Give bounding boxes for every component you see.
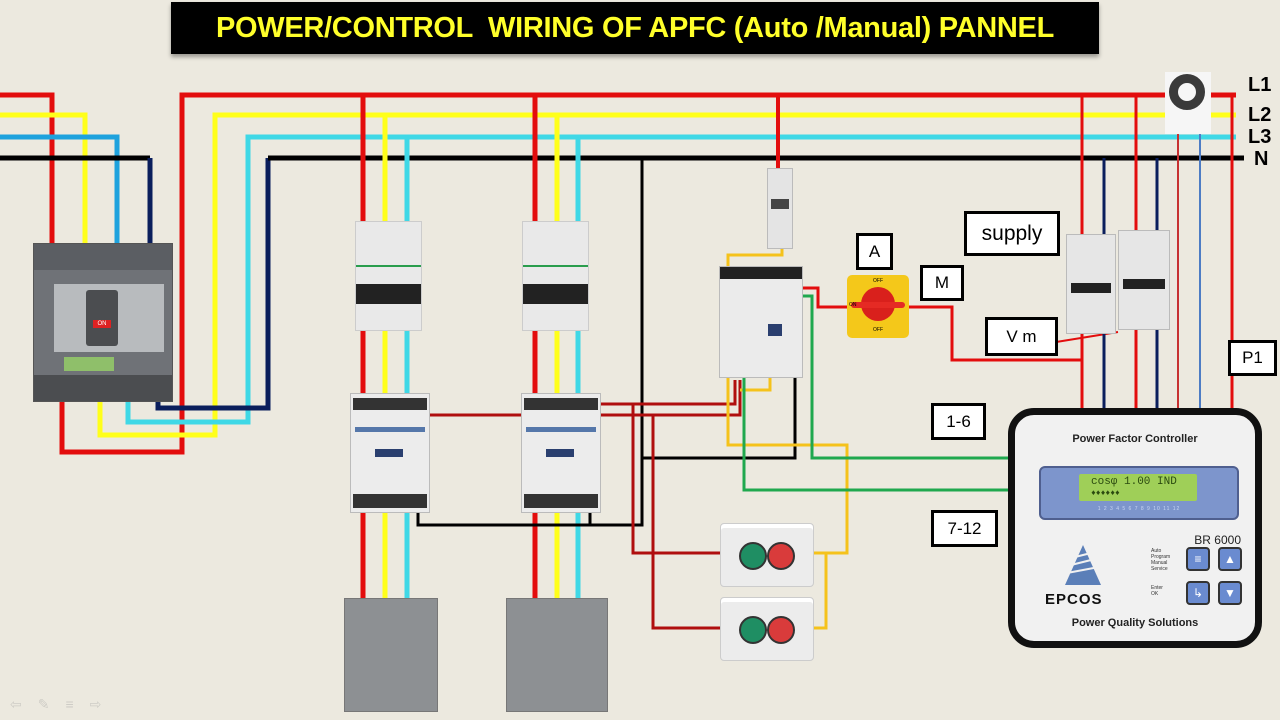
controller-title: Power Factor Controller bbox=[1072, 433, 1198, 445]
start-button-1[interactable] bbox=[739, 542, 767, 570]
controller-lcd: cosφ 1.00 IND ♦♦♦♦♦♦ bbox=[1079, 474, 1197, 501]
mode-button[interactable]: ≡ bbox=[1186, 547, 1210, 571]
incoming-l1-wire bbox=[0, 92, 55, 245]
busbar-label-l1: L1 bbox=[1248, 74, 1272, 96]
enter-button-label: Enter OK bbox=[1151, 585, 1163, 597]
tag-auto: A bbox=[856, 233, 893, 270]
main-mccb: ON bbox=[33, 243, 173, 402]
down-button[interactable]: ▼ bbox=[1218, 581, 1242, 605]
tag-voltage-measure: V m bbox=[985, 317, 1058, 356]
epcos-logo-icon bbox=[1065, 545, 1101, 585]
up-button[interactable]: ▲ bbox=[1218, 547, 1242, 571]
tag-supply: supply bbox=[964, 211, 1060, 256]
auto-manual-selector-switch[interactable]: OFF ON OFF bbox=[847, 275, 909, 338]
tag-steps-1-6: 1-6 bbox=[931, 403, 986, 440]
lcd-step-numbers: 1 2 3 4 5 6 7 8 9 10 11 12 bbox=[1097, 506, 1181, 512]
diagram-title: POWER/CONTROL WIRING OF APFC (Auto /Manu… bbox=[215, 11, 1054, 44]
capacitor-bank-2 bbox=[506, 598, 608, 712]
capacitor-contactor-2 bbox=[521, 393, 601, 513]
aux-yellow-2 bbox=[740, 376, 772, 392]
supply-mcb-1 bbox=[1066, 234, 1116, 334]
tag-ct-p1: P1 bbox=[1228, 340, 1277, 376]
wire-layer bbox=[0, 92, 1244, 630]
busbar-l1 bbox=[59, 92, 1236, 455]
lcd-line-2: ♦♦♦♦♦♦ bbox=[1091, 489, 1120, 498]
controller-brand: EPCOS bbox=[1045, 591, 1103, 608]
busbar-label-l3: L3 bbox=[1248, 126, 1272, 148]
stop-button-1[interactable] bbox=[767, 542, 795, 570]
lcd-line-1: cosφ 1.00 IND bbox=[1091, 476, 1177, 488]
coil-start-2 bbox=[651, 415, 720, 630]
busbar-n-drop bbox=[155, 158, 271, 411]
stop-button-2[interactable] bbox=[767, 616, 795, 644]
capacitor-contactor-1 bbox=[350, 393, 430, 513]
back-icon[interactable]: ⇦ bbox=[10, 696, 22, 712]
enter-arrow-icon: ↳ bbox=[1192, 586, 1204, 600]
tag-steps-7-12: 7-12 bbox=[931, 510, 998, 547]
push-button-station-1 bbox=[720, 523, 814, 587]
enter-button[interactable]: ↳ bbox=[1186, 581, 1210, 605]
current-transformer bbox=[1165, 72, 1211, 134]
selector-off-bottom-label: OFF bbox=[873, 327, 883, 333]
incoming-l2-wire bbox=[0, 112, 88, 245]
mccb-on-indicator: ON bbox=[93, 320, 111, 328]
slide-navigation: ⇦ ✎ ≡ ⇨ bbox=[10, 696, 101, 713]
capacitor-mcb-1 bbox=[355, 221, 422, 331]
controller-display-frame: cosφ 1.00 IND ♦♦♦♦♦♦ 1 2 3 4 5 6 7 8 9 1… bbox=[1039, 466, 1239, 520]
capacitor-bank-1 bbox=[344, 598, 438, 712]
title-banner: POWER/CONTROL WIRING OF APFC (Auto /Manu… bbox=[171, 2, 1099, 54]
power-factor-controller: Power Factor Controller cosφ 1.00 IND ♦♦… bbox=[1008, 408, 1262, 648]
ct-p1-wire bbox=[1213, 93, 1234, 408]
capacitor-mcb-2 bbox=[522, 221, 589, 331]
busbar-label-l2: L2 bbox=[1248, 104, 1272, 126]
menu-icon[interactable]: ≡ bbox=[65, 696, 74, 712]
incoming-l3-wire bbox=[0, 134, 120, 245]
start-button-2[interactable] bbox=[739, 616, 767, 644]
selector-on-label: ON bbox=[849, 302, 857, 308]
tag-manual: M bbox=[920, 265, 964, 301]
busbar-label-n: N bbox=[1254, 148, 1269, 170]
selector-feed bbox=[795, 286, 847, 309]
forward-icon[interactable]: ⇨ bbox=[89, 696, 102, 712]
pen-icon[interactable]: ✎ bbox=[37, 696, 50, 712]
triangle-down-icon: ▼ bbox=[1224, 586, 1236, 600]
control-mcb bbox=[767, 168, 793, 249]
selector-off-label: OFF bbox=[873, 278, 883, 284]
selector-out bbox=[909, 305, 1082, 362]
supply-mcb-2 bbox=[1118, 230, 1170, 330]
push-button-station-2 bbox=[720, 597, 814, 661]
triple-chevron-down-icon: ≡ bbox=[1194, 552, 1202, 566]
aux-yellow-1 bbox=[726, 376, 849, 555]
mode-button-label: Auto Program Manual Service bbox=[1151, 548, 1171, 572]
controller-footer: Power Quality Solutions bbox=[1071, 617, 1199, 629]
triangle-up-icon: ▲ bbox=[1224, 552, 1236, 566]
control-neutral-3 bbox=[642, 376, 797, 460]
coil2-wire bbox=[590, 380, 737, 406]
auxiliary-contactor bbox=[719, 266, 803, 378]
controller-model: BR 6000 bbox=[1194, 533, 1241, 547]
aux-yellow-3 bbox=[812, 553, 828, 630]
coil-start-1 bbox=[631, 404, 720, 555]
